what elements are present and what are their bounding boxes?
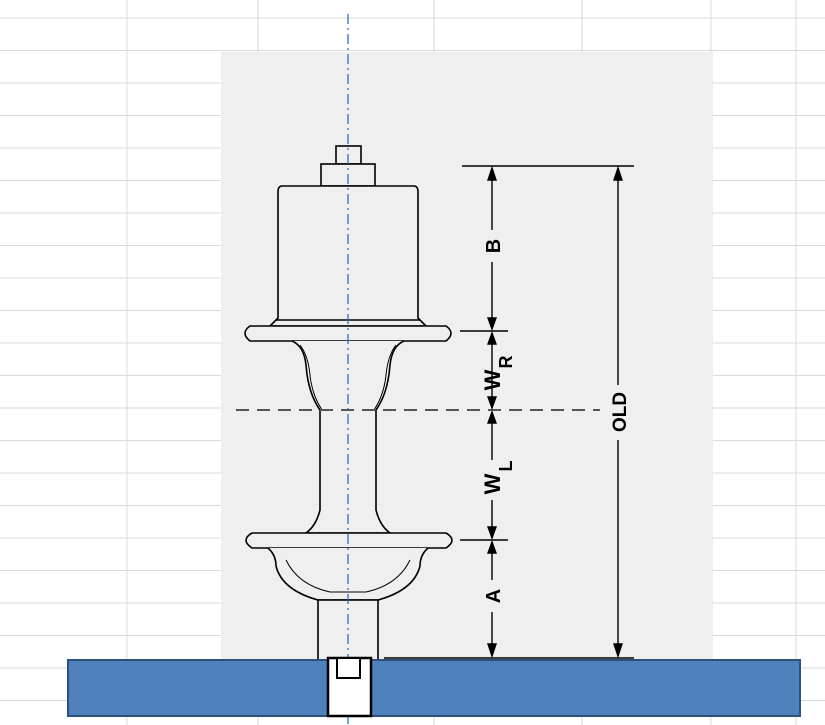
- label-wr-subscript: R: [496, 356, 516, 369]
- arrow-wr-bottom: [487, 396, 497, 411]
- arrow-a-bottom: [487, 643, 497, 659]
- hub-shell-inner-left: [299, 344, 323, 411]
- label-wr: W R: [480, 356, 516, 391]
- label-old: OLD: [610, 392, 631, 432]
- left-flange: [245, 532, 453, 549]
- label-wl-subscript: L: [496, 461, 516, 472]
- arrow-b-top: [487, 165, 497, 181]
- label-a: A: [483, 589, 505, 603]
- arrow-wl-top: [487, 409, 497, 424]
- hub-shell-inner-right: [373, 344, 397, 411]
- arrow-wl-bottom: [487, 526, 497, 541]
- axle-slot-inner: [336, 657, 361, 679]
- arrow-old-bottom: [613, 643, 623, 659]
- arrow-old-top: [613, 165, 623, 181]
- left-bell-inner: [285, 559, 411, 593]
- arrow-wr-top: [487, 330, 497, 345]
- arrow-a-top: [487, 539, 497, 554]
- arrow-b-bottom: [487, 317, 497, 332]
- base-bar: [67, 659, 801, 717]
- label-wr-main: W: [480, 369, 505, 390]
- label-wl: W L: [480, 461, 516, 495]
- label-wl-main: W: [480, 473, 505, 494]
- right-flange: [244, 325, 452, 342]
- label-b: B: [483, 239, 505, 253]
- dimension-lines: [384, 165, 634, 659]
